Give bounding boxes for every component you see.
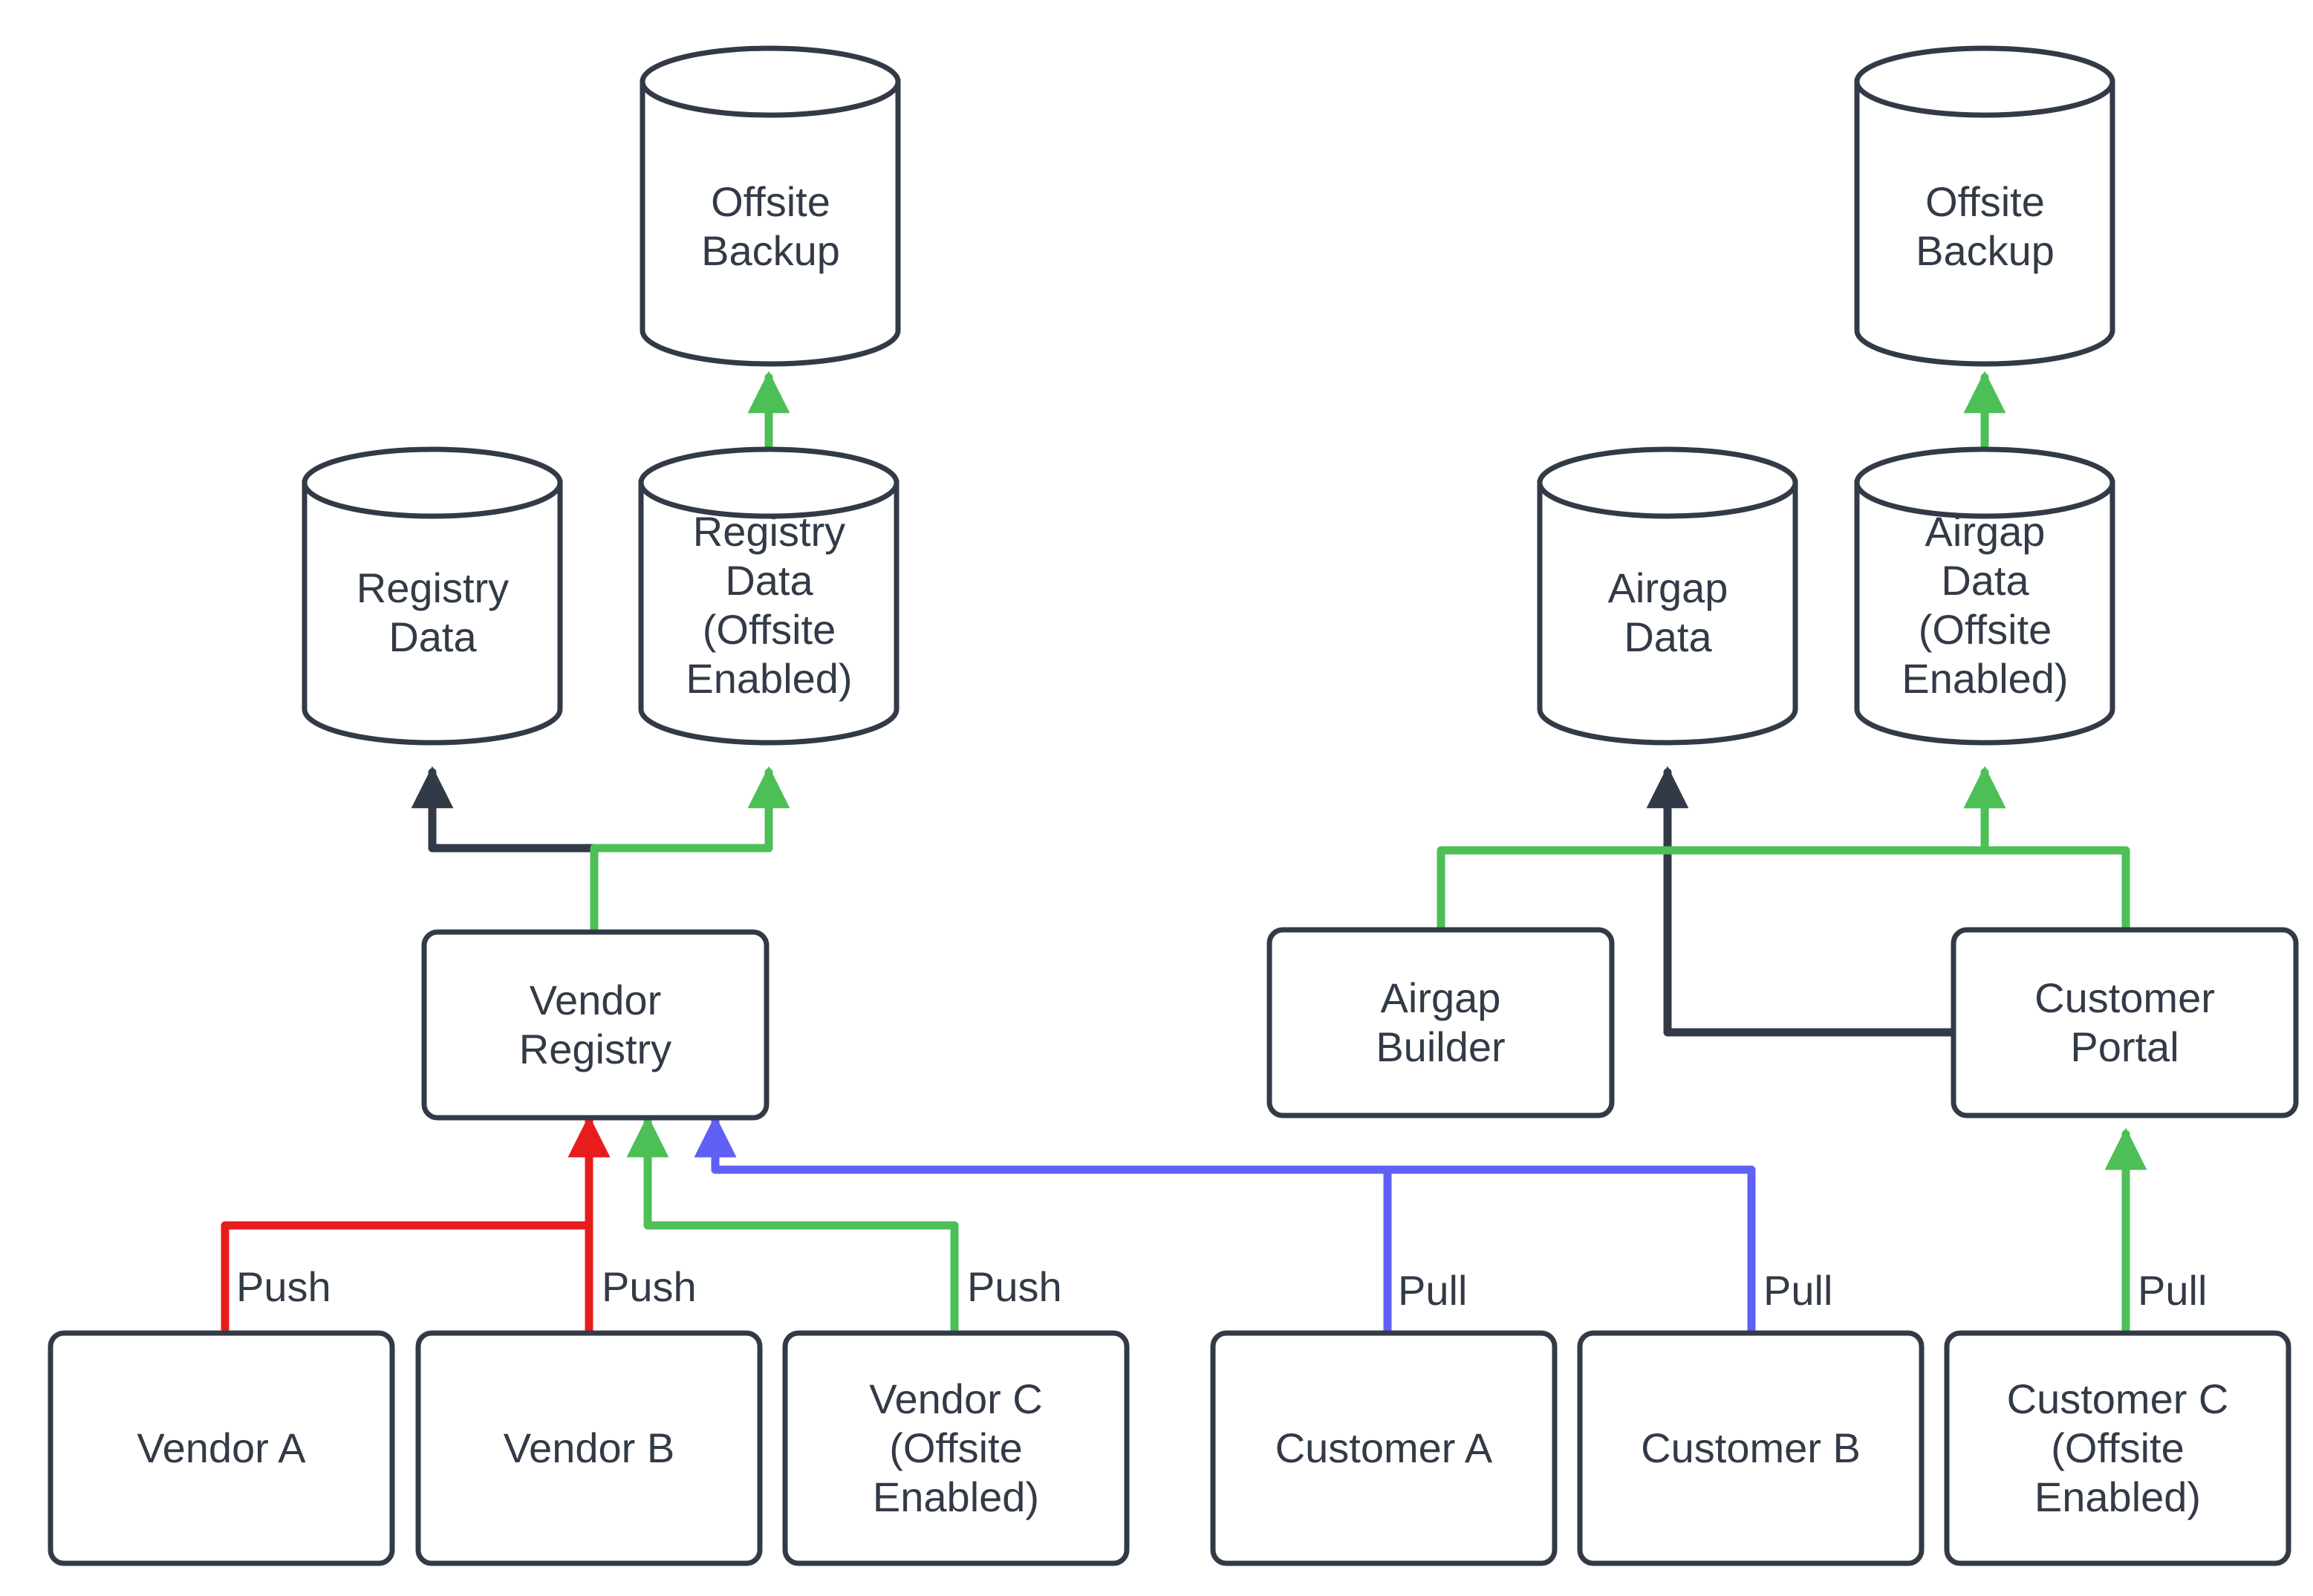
node-airgap-data-offsite[interactable] [1854,446,2115,746]
node-vendor-a[interactable] [48,1330,395,1566]
edge-airgap-builder-to-airgap-data-offsite [1437,766,2006,933]
node-registry-data-offsite[interactable] [638,446,900,746]
edge-vendor-registry-to-registry-data [411,766,599,933]
edge-customer-b-pull [694,1115,1756,1335]
node-offsite-backup-right[interactable] [1854,45,2115,367]
node-customer-portal[interactable] [1951,927,2299,1118]
node-registry-data[interactable] [302,446,563,746]
node-airgap-data[interactable] [1537,446,1798,746]
edge-label-push-vendor-b: Push [602,1263,697,1310]
node-vendor-c[interactable] [782,1330,1130,1566]
node-vendor-b[interactable] [415,1330,763,1566]
node-airgap-builder[interactable] [1266,927,1615,1118]
node-customer-b[interactable] [1577,1330,1925,1566]
edge-label-pull-customer-a: Pull [1398,1267,1468,1314]
edge-label-pull-customer-c: Pull [2138,1267,2208,1314]
node-offsite-backup-left[interactable] [640,45,901,367]
edge-customer-portal-to-airgap-data [1646,766,1958,1037]
edge-label-pull-customer-b: Pull [1763,1267,1833,1314]
node-customer-a[interactable] [1210,1330,1558,1566]
node-customer-c[interactable] [1944,1330,2291,1566]
node-vendor-registry[interactable] [421,929,770,1121]
edge-vendor-registry-to-registry-data-offsite [590,766,790,933]
edge-vendor-c-push [626,1115,959,1335]
edge-label-push-vendor-a: Push [236,1263,331,1310]
edge-label-push-vendor-c: Push [967,1263,1062,1310]
edge-customer-portal-to-airgap-data-offsite [1963,766,2130,933]
